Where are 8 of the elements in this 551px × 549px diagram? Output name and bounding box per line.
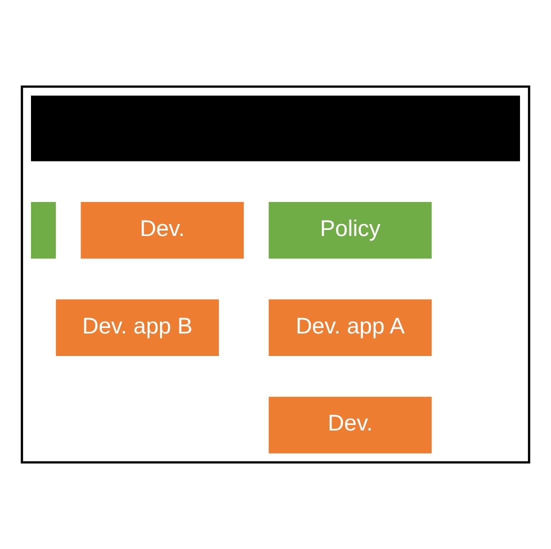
node-box	[30, 202, 56, 259]
node-box: Dev. app A	[268, 299, 432, 356]
node-box: Dev.	[80, 202, 244, 259]
node-bar	[30, 96, 520, 162]
node-box: Dev. app B	[56, 299, 219, 356]
node-box: Dev.	[268, 396, 432, 454]
node-box: Policy	[268, 202, 432, 259]
cluster	[20, 85, 530, 464]
